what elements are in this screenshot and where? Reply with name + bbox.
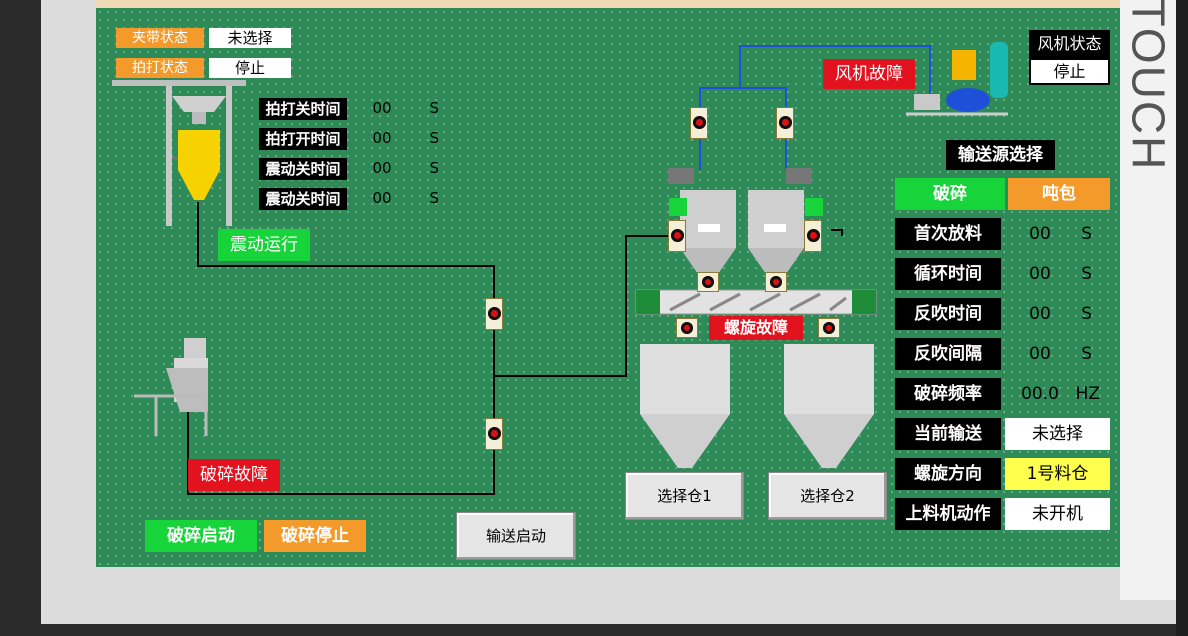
timer-label: 震动关时间 bbox=[259, 188, 347, 210]
running-indicator-icon bbox=[805, 198, 823, 216]
fan-status-box: 风机状态 停止 bbox=[1029, 30, 1110, 85]
param-label: 反吹间隔 bbox=[895, 338, 1001, 370]
info-label: 当前输送 bbox=[895, 418, 1001, 450]
tap-status-label: 拍打状态 bbox=[116, 58, 204, 78]
fan-status-value: 停止 bbox=[1031, 60, 1108, 83]
tap-status-value: 停止 bbox=[209, 58, 291, 78]
process-diagram bbox=[112, 42, 1008, 495]
info-label: 上料机动作 bbox=[895, 498, 1001, 530]
cyclone-hoppers-icon bbox=[668, 168, 812, 274]
source-bag-button[interactable]: 吨包 bbox=[1008, 178, 1110, 210]
select-silo1-button[interactable]: 选择仓1 bbox=[625, 472, 744, 520]
crush-start-button[interactable]: 破碎启动 bbox=[145, 520, 257, 552]
screw-direction-value: 1号料仓 bbox=[1005, 458, 1110, 490]
touch-bezel bbox=[1120, 0, 1176, 600]
param-label: 循环时间 bbox=[895, 258, 1001, 290]
info-label: 螺旋方向 bbox=[895, 458, 1001, 490]
running-indicator-icon bbox=[669, 198, 687, 216]
discharge-valve-icon[interactable] bbox=[765, 272, 787, 292]
loader-action-value: 未开机 bbox=[1005, 498, 1110, 530]
pneumatic-valve-icon[interactable] bbox=[690, 107, 708, 139]
screen-top-strip bbox=[96, 0, 1120, 8]
screw-conveyor-icon bbox=[635, 289, 877, 315]
outer-frame-edge bbox=[1176, 0, 1188, 636]
storage-silos-icon bbox=[640, 344, 874, 468]
param-label: 首次放料 bbox=[895, 218, 1001, 250]
fan-fault-indicator: 风机故障 bbox=[823, 59, 915, 89]
param-label: 破碎频率 bbox=[895, 378, 1001, 410]
vibration-running-indicator: 震动运行 bbox=[218, 229, 310, 261]
blower-fan-icon bbox=[906, 42, 1008, 116]
bag-unloader-icon bbox=[112, 80, 246, 226]
clamp-status-value: 未选择 bbox=[209, 28, 291, 48]
pneumatic-valve-icon[interactable] bbox=[485, 298, 503, 330]
screw-fault-indicator: 螺旋故障 bbox=[709, 316, 803, 340]
clamp-status-label: 夹带状态 bbox=[116, 28, 204, 48]
timer-label: 震动关时间 bbox=[259, 158, 347, 180]
pneumatic-valve-icon[interactable] bbox=[668, 220, 686, 252]
convey-start-button[interactable]: 输送启动 bbox=[456, 512, 576, 560]
fan-status-label: 风机状态 bbox=[1037, 34, 1102, 53]
conveyor-source-title: 输送源选择 bbox=[946, 140, 1055, 170]
crusher-machine-icon bbox=[134, 338, 208, 436]
touch-brand-label: TOUCH bbox=[1122, 0, 1174, 172]
pneumatic-valve-icon[interactable] bbox=[485, 418, 503, 450]
current-conveying-value: 未选择 bbox=[1005, 418, 1110, 450]
discharge-valve-icon[interactable] bbox=[818, 318, 840, 338]
source-crush-button[interactable]: 破碎 bbox=[895, 178, 1005, 210]
select-silo2-button[interactable]: 选择仓2 bbox=[768, 472, 887, 520]
crusher-fault-indicator: 破碎故障 bbox=[188, 459, 280, 491]
param-label: 反吹时间 bbox=[895, 298, 1001, 330]
crush-stop-button[interactable]: 破碎停止 bbox=[264, 520, 366, 552]
timer-label: 拍打关时间 bbox=[259, 98, 347, 120]
discharge-valve-icon[interactable] bbox=[676, 318, 698, 338]
discharge-valve-icon[interactable] bbox=[697, 272, 719, 292]
pneumatic-valve-icon[interactable] bbox=[776, 107, 794, 139]
pneumatic-valve-icon[interactable] bbox=[804, 220, 822, 252]
timer-label: 拍打开时间 bbox=[259, 128, 347, 150]
